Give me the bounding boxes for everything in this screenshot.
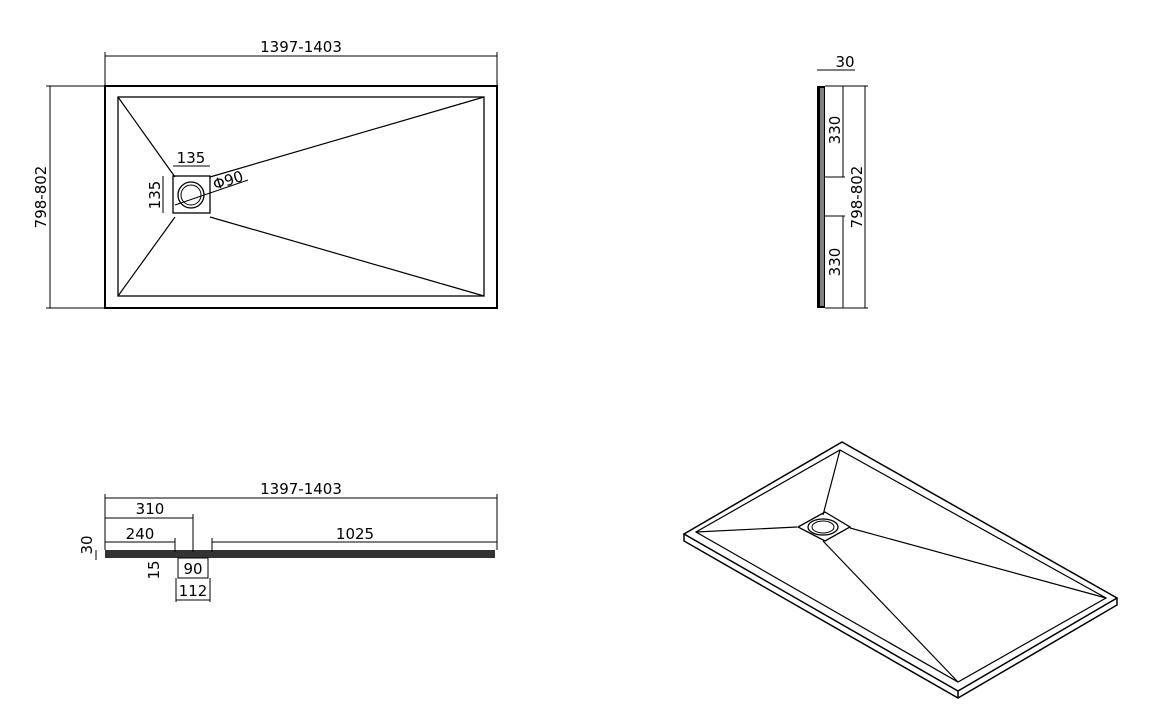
isometric-view xyxy=(682,441,1119,699)
drain-height-label: 135 xyxy=(146,181,164,210)
side-upper-label: 330 xyxy=(826,116,844,145)
side-height-label: 798-802 xyxy=(848,166,866,229)
top-view: 1397-1403 798-802 135 135 Φ90 xyxy=(32,38,498,309)
drain-inner-label: 90 xyxy=(183,560,202,578)
offset-310-label: 310 xyxy=(136,500,165,518)
drain-outer-label: 112 xyxy=(179,582,208,600)
small-15-label: 15 xyxy=(145,560,163,579)
length-1025-label: 1025 xyxy=(336,525,374,543)
drain-width-label: 135 xyxy=(177,149,206,167)
drain-diameter-label: Φ90 xyxy=(211,167,246,194)
front-thickness-label: 30 xyxy=(78,535,96,554)
side-lower-label: 330 xyxy=(826,248,844,277)
front-view: 1397-1403 310 240 1025 30 15 90 112 xyxy=(78,480,498,602)
offset-240-label: 240 xyxy=(126,525,155,543)
top-width-label: 1397-1403 xyxy=(260,38,342,56)
top-height-label: 798-802 xyxy=(32,166,50,229)
side-thickness-label: 30 xyxy=(835,53,854,71)
side-view: 30 330 330 798-802 xyxy=(817,53,868,309)
front-width-label: 1397-1403 xyxy=(260,480,342,498)
